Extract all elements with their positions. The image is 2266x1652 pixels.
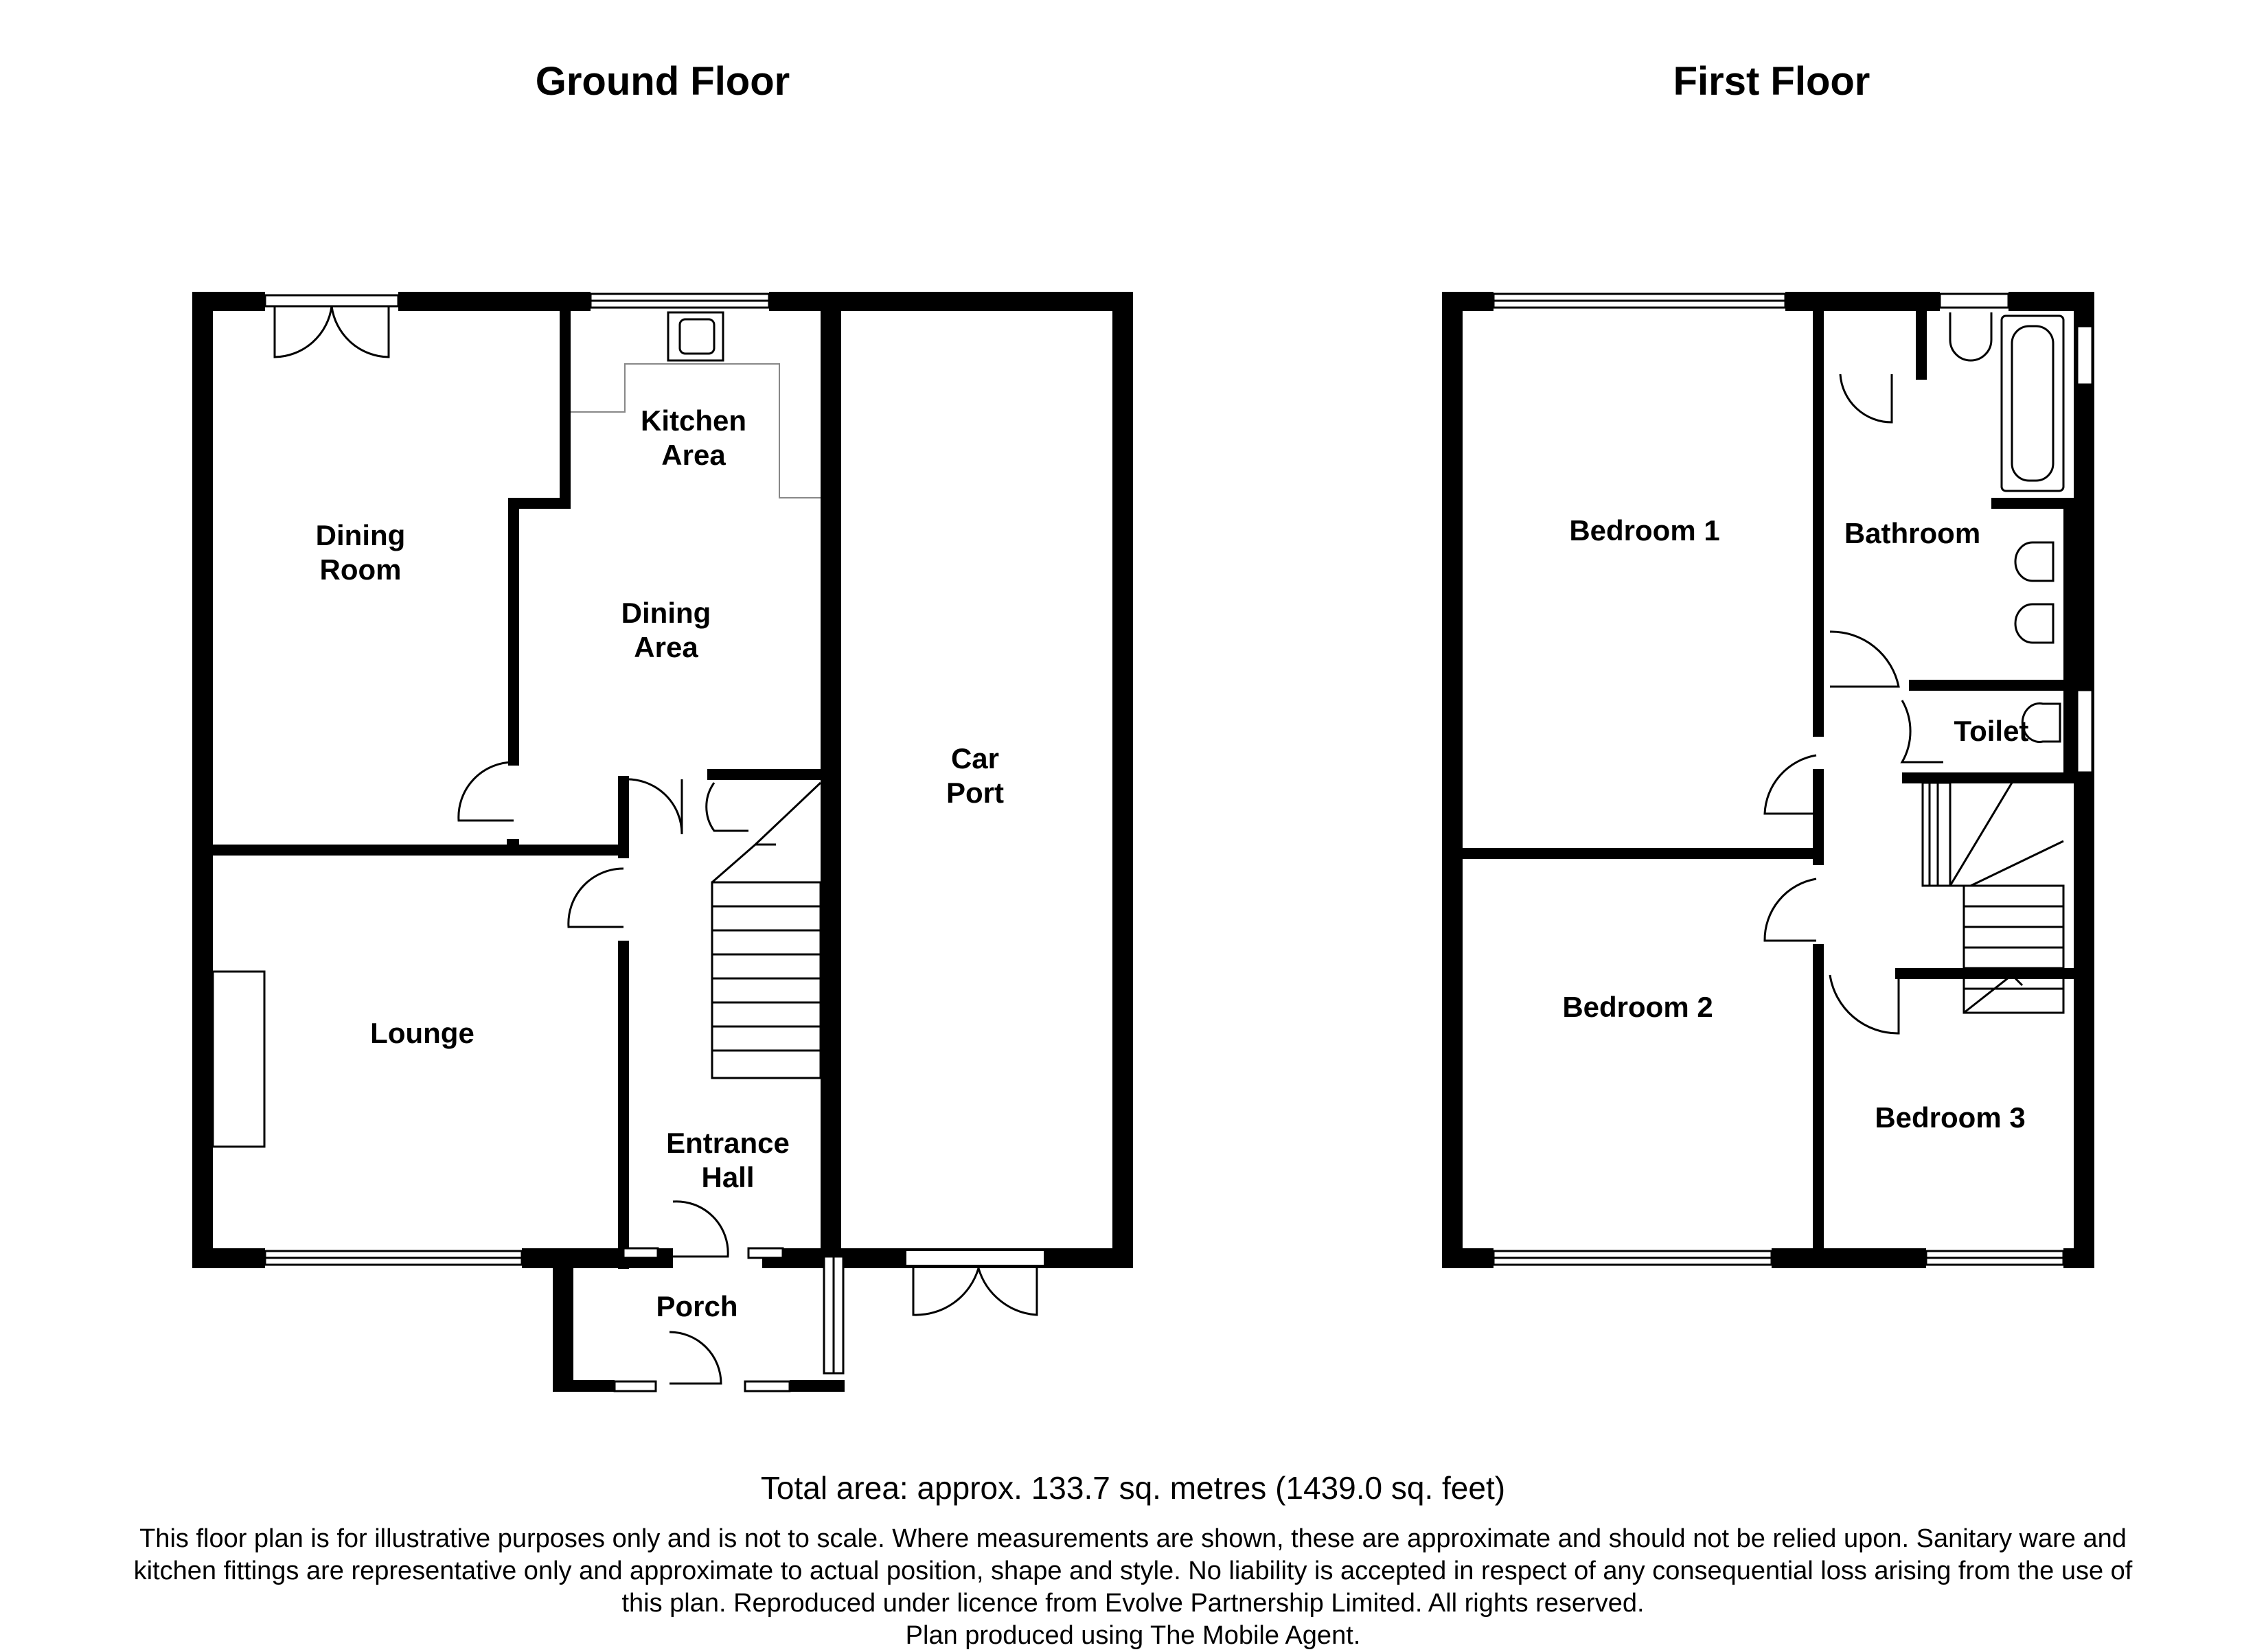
disclaimer-text: This floor plan is for illustrative purp… [0,1523,2266,1652]
ground-floor-walls [192,292,1133,1392]
room-label-lounge: Lounge [370,1017,474,1049]
disclaimer-line-1: This floor plan is for illustrative purp… [139,1524,2127,1553]
ground-floor-doors [264,294,1044,1385]
room-label-dining-area: Dining Area [621,597,711,663]
first-floor-stairs [1921,781,2065,1014]
disclaimer-line-3: this plan. Reproduced under licence from… [621,1589,1645,1618]
ground-floor-stairs [711,781,822,1079]
room-label-bathroom: Bathroom [1844,517,1981,549]
kitchen-fittings [571,311,821,498]
room-label-kitchen-area: Kitchen Area [640,404,746,471]
first-floor-walls [1442,292,2094,1268]
room-label-bedroom-2: Bedroom 2 [1562,991,1713,1023]
first-floor-title: First Floor [1673,59,1870,104]
ground-floor-windows [264,292,845,1392]
room-label-dining-room: Dining Room [315,519,406,586]
lounge-fireplace [211,970,266,1148]
ground-floor-plan [192,292,1133,1392]
first-floor-windows [1492,292,2094,1266]
disclaimer-line-4: Plan produced using The Mobile Agent. [905,1621,1361,1650]
disclaimer-line-2: kitchen fittings are representative only… [133,1557,2133,1585]
room-label-porch: Porch [656,1290,738,1322]
total-area-text: Total area: approx. 133.7 sq. metres (14… [760,1470,1506,1506]
room-label-entrance-hall: Entrance Hall [666,1127,790,1193]
room-label-bedroom-1: Bedroom 1 [1569,514,1720,547]
room-label-car-port: Car Port [946,742,1004,809]
room-label-toilet: Toilet [1954,715,2029,747]
first-floor-doors [1763,374,1943,1035]
room-label-bedroom-3: Bedroom 3 [1875,1101,2026,1134]
first-floor-bath-fittings [1949,312,2065,743]
ground-floor-title: Ground Floor [535,59,790,104]
first-floor-plan [1442,292,2094,1268]
